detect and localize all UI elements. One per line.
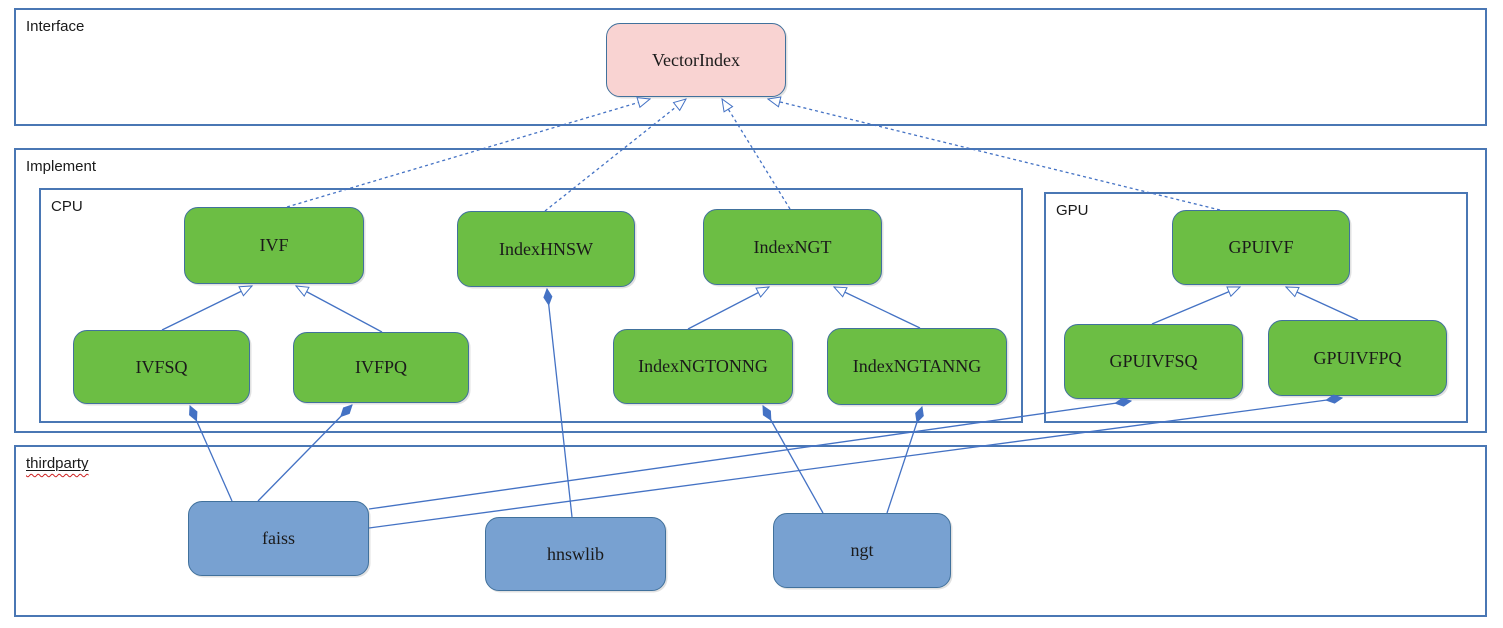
node-indexngt[interactable]: IndexNGT [703,209,882,285]
node-gpuivfpq-label: GPUIVFPQ [1313,347,1402,368]
node-faiss[interactable]: faiss [188,501,369,576]
group-label-implement: Implement [26,158,97,175]
node-gpuivf-label: GPUIVF [1228,237,1294,257]
node-ivfsq-label: IVFSQ [135,356,188,377]
node-indexngt-label: IndexNGT [753,236,832,257]
node-ivf[interactable]: IVF [184,207,364,284]
node-ivfpq[interactable]: IVFPQ [293,332,469,403]
thirdparty-label-text: thirdparty [26,455,89,472]
node-ivf-label: IVF [259,235,289,255]
node-ivfsq[interactable]: IVFSQ [73,330,250,404]
group-label-interface: Interface [26,18,85,35]
node-gpuivf[interactable]: GPUIVF [1172,210,1350,285]
group-label-gpu: GPU [1056,202,1089,219]
node-hnswlib-label: hnswlib [546,543,604,564]
node-gpuivfsq[interactable]: GPUIVFSQ [1064,324,1243,399]
node-ngt-label: ngt [850,540,874,560]
group-label-cpu: CPU [51,198,83,215]
node-indexhnsw-label: IndexHNSW [499,238,593,259]
node-hnswlib[interactable]: hnswlib [485,517,666,591]
node-indexngtanng-label: IndexNGTANNG [852,356,982,376]
node-gpuivfsq-label: GPUIVFSQ [1109,351,1198,371]
node-indexngtonng-label: IndexNGTONNG [638,356,768,376]
node-indexngtonng[interactable]: IndexNGTONNG [613,329,793,404]
group-label-thirdparty: thirdparty [26,455,89,472]
node-ngt[interactable]: ngt [773,513,951,588]
node-vectorindex-label: VectorIndex [652,49,740,70]
node-indexhnsw[interactable]: IndexHNSW [457,211,635,287]
node-indexngtanng[interactable]: IndexNGTANNG [827,328,1007,405]
node-gpuivfpq[interactable]: GPUIVFPQ [1268,320,1447,396]
node-vectorindex[interactable]: VectorIndex [606,23,786,97]
node-faiss-label: faiss [262,528,295,548]
node-ivfpq-label: IVFPQ [354,357,407,377]
